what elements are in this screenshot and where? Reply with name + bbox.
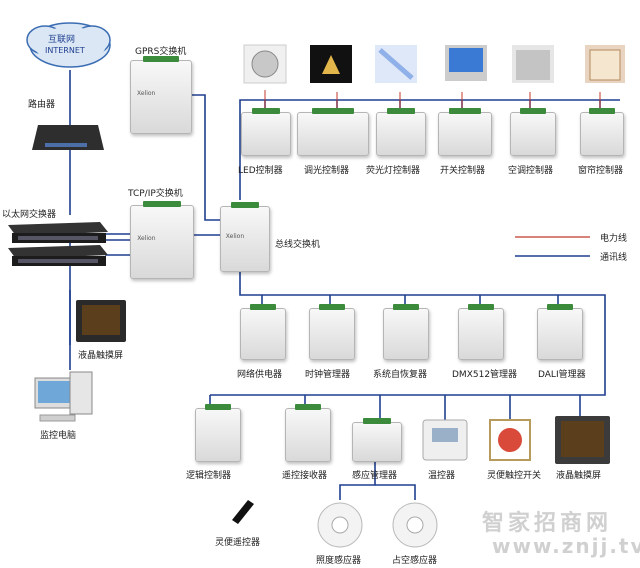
- internet-label-en: INTERNET: [45, 46, 85, 55]
- row2-label-2: 系统自恢复器: [373, 370, 428, 380]
- row3-label-5: 液晶触摸屏: [556, 471, 602, 481]
- lcd-left-label: 液晶触摸屏: [78, 351, 124, 361]
- bus-switch-device: Xelion: [220, 202, 270, 272]
- row3-label-0: 逻辑控制器: [186, 471, 232, 481]
- dimming-controller-device: [297, 108, 369, 156]
- self-recovery-device: [383, 304, 429, 360]
- sensor-label-0: 照度感应器: [316, 556, 362, 566]
- row1-label-5: 窗帘控制器: [578, 166, 624, 176]
- monitor-pc-label: 监控电脑: [40, 431, 77, 441]
- row2-label-3: DMX512管理器: [452, 370, 518, 380]
- row3-pictures: [422, 416, 610, 464]
- row1-label-3: 开关控制器: [440, 166, 486, 176]
- row2-label-0: 网络供电器: [237, 370, 283, 380]
- internet-cloud: [26, 22, 111, 68]
- sensor-manager-device: [352, 418, 402, 462]
- row3-label-3: 温控器: [428, 471, 456, 481]
- row2-label-1: 时钟管理器: [305, 370, 351, 380]
- remote-receiver-device: [285, 404, 331, 462]
- ethernet-switch-label: 以太网交换器: [2, 210, 57, 220]
- gprs-switch-device: Xelion: [130, 56, 192, 134]
- legend-power-label: 电力线: [600, 234, 628, 244]
- row1-label-4: 空调控制器: [508, 166, 554, 176]
- remote-label: 灵便遥控器: [215, 538, 261, 548]
- aircon-controller-device: [510, 108, 556, 156]
- remote-sensor-pictures: [232, 500, 438, 548]
- power-lines: [264, 90, 601, 108]
- appliance-pictures: [243, 44, 625, 84]
- dali-manager-device: [537, 304, 583, 360]
- logic-controller-device: [195, 404, 241, 462]
- row1-label-0: LED控制器: [238, 166, 283, 176]
- tcpip-switch-label: TCP/IP交换机: [128, 189, 183, 199]
- router-device: [32, 125, 104, 150]
- internet-label-cn: 互联网: [48, 35, 76, 45]
- router-label: 路由器: [28, 100, 56, 110]
- gprs-switch-label: GPRS交换机: [135, 47, 187, 57]
- tcpip-switch-device: Xelion: [130, 201, 194, 279]
- row1-label-1: 调光控制器: [304, 166, 350, 176]
- curtain-controller-device: [580, 108, 624, 156]
- network-power-device: [240, 304, 286, 360]
- clock-manager-device: [309, 304, 355, 360]
- ethernet-switch: [8, 222, 108, 266]
- bus-switch-label: 总线交换机: [275, 240, 321, 250]
- sensor-label-1: 占空感应器: [392, 556, 438, 566]
- fluorescent-controller-device: [376, 108, 426, 156]
- watermark-cn: 智家招商网: [482, 511, 613, 536]
- legend-comm-label: 通讯线: [600, 253, 628, 263]
- led-controller-device: [241, 108, 291, 156]
- row2-label-4: DALI管理器: [538, 370, 586, 380]
- row1-label-2: 荧光灯控制器: [366, 166, 421, 176]
- watermark-en: www.znjj.tv: [492, 534, 640, 558]
- lcd-touch-screen-left: [76, 300, 126, 342]
- switch-controller-device: [438, 108, 492, 156]
- dmx512-manager-device: [458, 304, 504, 360]
- row3-label-1: 遥控接收器: [282, 471, 328, 481]
- monitor-computer: [34, 371, 93, 422]
- row3-label-4: 灵便触控开关: [487, 471, 542, 481]
- row3-label-2: 感应管理器: [352, 471, 398, 481]
